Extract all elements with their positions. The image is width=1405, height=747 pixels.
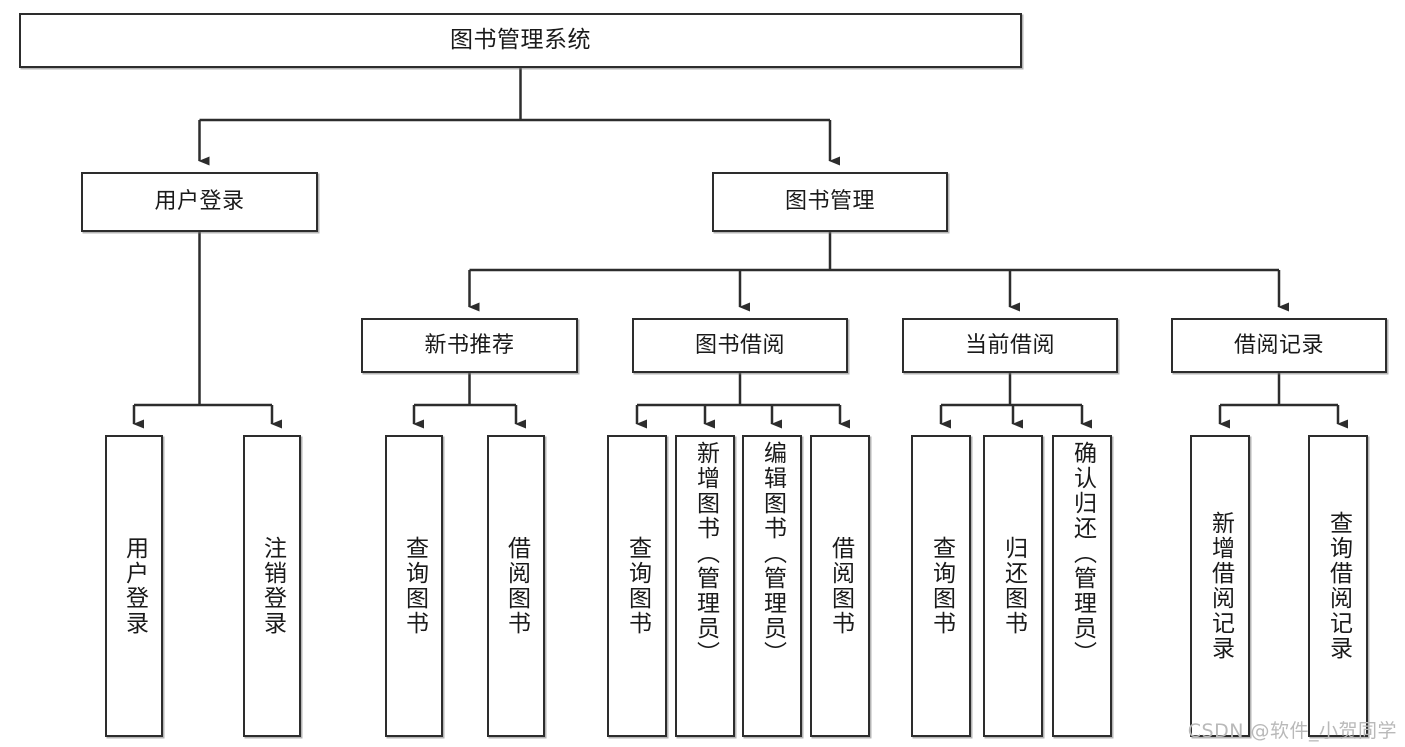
node-label-leaf-user-logout: 注销登录 [259,536,286,636]
node-br-add-record[interactable]: 新增借阅记录 [1190,435,1250,737]
node-nbr-borrow-book[interactable]: 借阅图书 [487,435,545,737]
node-label-bb-add-book: 新增图书（管理员） [692,441,719,666]
node-label-user-login: 用户登录 [154,189,245,215]
node-label-br-add-record: 新增借阅记录 [1207,511,1234,661]
node-cb-confirm-return[interactable]: 确认归还（管理员） [1052,435,1112,737]
node-label-root: 图书管理系统 [450,27,591,54]
node-bb-borrow-book[interactable]: 借阅图书 [810,435,870,737]
node-label-nbr-borrow-book: 借阅图书 [503,536,530,636]
node-cb-query-book[interactable]: 查询图书 [911,435,971,737]
watermark-text: CSDN @软件_小贺同学 [1187,720,1397,742]
node-label-book-borrow: 图书借阅 [694,332,785,358]
node-bb-edit-book[interactable]: 编辑图书（管理员） [742,435,802,737]
node-cb-return-book[interactable]: 归还图书 [983,435,1043,737]
node-label-br-query-record: 查询借阅记录 [1325,511,1352,661]
node-label-bb-edit-book: 编辑图书（管理员） [759,441,786,666]
node-label-cb-return-book: 归还图书 [1000,536,1027,636]
node-label-current-borrow: 当前借阅 [964,332,1055,358]
node-current-borrow[interactable]: 当前借阅 [902,318,1118,373]
node-label-nbr-query-book: 查询图书 [401,536,428,636]
node-leaf-user-logout[interactable]: 注销登录 [243,435,301,737]
node-leaf-user-login[interactable]: 用户登录 [105,435,163,737]
node-new-book-recommend[interactable]: 新书推荐 [361,318,578,373]
node-user-login[interactable]: 用户登录 [81,172,318,232]
node-br-query-record[interactable]: 查询借阅记录 [1308,435,1368,737]
node-label-bb-borrow-book: 借阅图书 [827,536,854,636]
node-book-borrow[interactable]: 图书借阅 [632,318,848,373]
node-root[interactable]: 图书管理系统 [19,13,1022,68]
node-label-book-manage: 图书管理 [784,189,875,215]
node-book-manage[interactable]: 图书管理 [712,172,948,232]
node-label-borrow-record: 借阅记录 [1233,332,1324,358]
node-label-cb-confirm-return: 确认归还（管理员） [1069,441,1096,666]
node-label-cb-query-book: 查询图书 [928,536,955,636]
node-bb-add-book[interactable]: 新增图书（管理员） [675,435,735,737]
node-borrow-record[interactable]: 借阅记录 [1171,318,1387,373]
node-bb-query-book[interactable]: 查询图书 [607,435,667,737]
node-label-new-book-recommend: 新书推荐 [424,332,515,358]
node-nbr-query-book[interactable]: 查询图书 [385,435,443,737]
node-label-leaf-user-login: 用户登录 [121,536,148,636]
node-label-bb-query-book: 查询图书 [624,536,651,636]
